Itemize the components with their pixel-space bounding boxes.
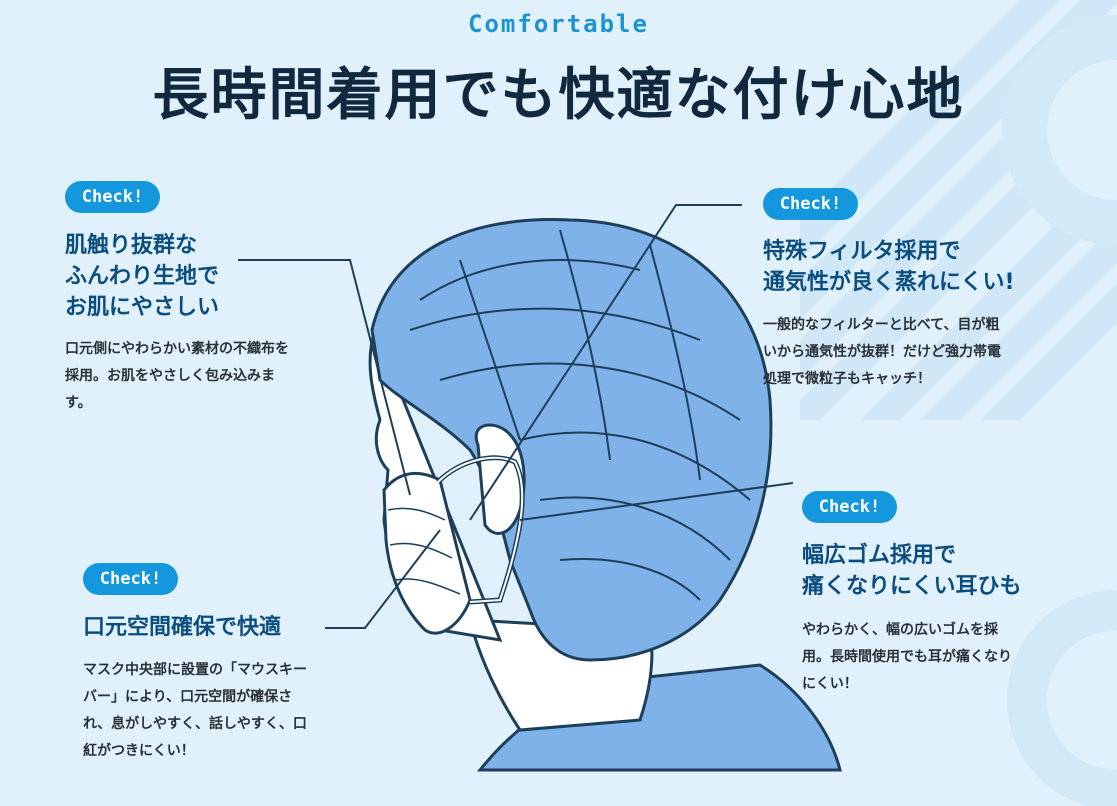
- ear: [474, 423, 526, 535]
- callout-line-filter: [469, 204, 742, 521]
- feature-desc-mouth: マスク中央部に設置の「マウスキー バー」により、口元空間が確保さ れ、息がしやす…: [83, 662, 307, 759]
- feature-title-filter: 特殊フィルタ採用で 通気性が良く蒸れにくい!: [763, 239, 1015, 295]
- callout-line-mouth: [325, 529, 441, 629]
- page-title: 長時間着用でも快適な付け心地: [152, 63, 965, 128]
- check-badge-mouth: Check!: [83, 563, 178, 595]
- feature-desc-fabric: 口元側にやわらかい素材の不織布を 採用。お肌をやさしく包み込みま す。: [65, 341, 289, 411]
- feature-desc-earloop: やわらかく、幅の広いゴムを採 用。長時間使用でも耳が痛くなり にくい！: [802, 622, 1012, 692]
- eyebrow-label: Comfortable: [468, 10, 649, 38]
- feature-desc-filter: 一般的なフィルターと比べて、目が粗 いから通気性が抜群！だけど強力帯電 処理で微…: [763, 317, 1001, 387]
- callout-line-fabric: [238, 259, 411, 496]
- feature-title-fabric: 肌触り抜群な ふんわり生地で お肌にやさしい: [65, 233, 220, 320]
- check-badge-fabric: Check!: [65, 181, 160, 213]
- feature-title-earloop: 幅広ゴム採用で 痛くなりにくい耳ひも: [802, 543, 1022, 599]
- mask: [382, 471, 472, 635]
- feature-title-mouth: 口元空間確保で快適: [83, 615, 282, 640]
- check-badge-earloop: Check!: [802, 491, 897, 523]
- hair-strands: [409, 229, 751, 601]
- callout-line-earloop: [519, 482, 794, 521]
- callout-lines: [238, 204, 794, 629]
- check-badge-filter: Check!: [763, 188, 858, 220]
